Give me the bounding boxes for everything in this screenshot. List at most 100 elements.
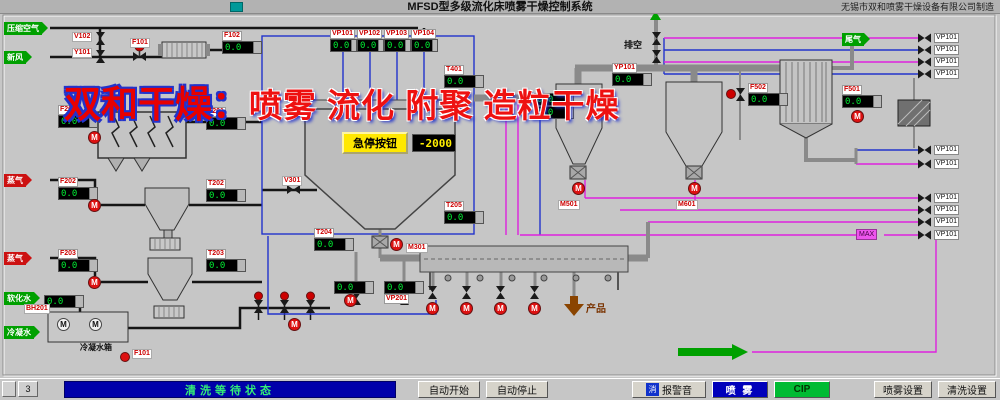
valve-icon[interactable] <box>652 50 661 63</box>
bottom-bar: 3 清洗等待状态 自动开始 自动停止 消报警音 喷 雾 CIP 喷雾设置 清洗设… <box>0 378 1000 400</box>
max-tag: MAX <box>856 229 878 240</box>
discharge-motor[interactable]: M <box>528 302 541 315</box>
gauge-value: 0.0 <box>61 188 78 199</box>
page-nav-box[interactable] <box>2 381 16 397</box>
gauge-chip <box>253 42 261 53</box>
heater-fins <box>166 43 203 57</box>
gauge-value: 0.0 <box>387 40 404 51</box>
fluid-bed-springs <box>444 274 612 282</box>
gauge-chip <box>475 212 483 223</box>
heat-exchanger-tubes <box>785 62 827 122</box>
right-valve-label: VP101 <box>934 145 960 155</box>
rotary-valves[interactable] <box>371 165 703 249</box>
valve-icon[interactable] <box>918 205 931 215</box>
gauge-label: F501 <box>842 85 862 95</box>
tag-label: F101 <box>130 38 150 48</box>
valve-icon[interactable] <box>287 185 300 194</box>
right-valve-label: VP101 <box>934 45 960 55</box>
valve-icon[interactable] <box>736 88 745 101</box>
valve-icon[interactable] <box>462 286 471 299</box>
page-number-box[interactable]: 3 <box>18 381 38 397</box>
valve-icon[interactable] <box>918 69 931 79</box>
gauge-display: 0.0 <box>58 115 98 128</box>
gauge-value: 0.0 <box>537 107 554 118</box>
gauge-display: 0.0 <box>206 189 246 202</box>
input-arrow-compressed-air: 压缩空气 <box>4 22 48 35</box>
gauge-chip <box>405 40 410 51</box>
valve-icon[interactable] <box>918 230 931 240</box>
status-display: 清洗等待状态 <box>64 381 396 398</box>
right-valve-label: VP101 <box>934 57 960 67</box>
heater-flange-left <box>158 44 162 56</box>
gauge-display: 0.0 <box>330 39 357 52</box>
tag-label: M301 <box>406 243 428 253</box>
input-arrow-fresh-air: 新风 <box>4 51 32 64</box>
right-valve-label: VP101 <box>934 193 960 203</box>
discharge-motor[interactable]: M <box>426 302 439 315</box>
spray-settings-button[interactable]: 喷雾设置 <box>874 381 932 398</box>
condensate-pump[interactable] <box>120 352 130 362</box>
gauge-value: 0.0 <box>447 76 464 87</box>
gauge-chip <box>643 74 651 85</box>
rotary-motor[interactable]: M <box>572 182 585 195</box>
discharge-motor[interactable]: M <box>494 302 507 315</box>
gauge-chip <box>873 96 881 107</box>
fan-motor[interactable]: M <box>88 131 101 144</box>
valve-icon[interactable] <box>96 32 105 45</box>
auto-stop-button[interactable]: 自动停止 <box>486 381 548 398</box>
valve-icon[interactable] <box>918 217 931 227</box>
gauge-chip <box>378 40 383 51</box>
gauge-chip <box>89 260 97 271</box>
valve-icon[interactable] <box>918 33 931 43</box>
gauge-value: 0.0 <box>225 42 242 53</box>
valve-icon[interactable] <box>530 286 539 299</box>
gauge-value: 0.0 <box>615 74 632 85</box>
valve-icon[interactable] <box>280 300 289 313</box>
heater-small-fins <box>154 239 176 249</box>
gauge-label: F102 <box>222 31 242 41</box>
valve-icon[interactable] <box>918 159 931 169</box>
valve-icon[interactable] <box>306 300 315 313</box>
cip-button[interactable]: CIP <box>774 381 830 398</box>
mute-alarm-button[interactable]: 消报警音 <box>632 381 706 398</box>
rotary-motor[interactable]: M <box>688 182 701 195</box>
input-arrow-steam: 蒸气 <box>4 174 32 187</box>
product-arrow <box>564 296 584 316</box>
valve-icon[interactable] <box>918 57 931 67</box>
valve-icon[interactable] <box>254 300 263 313</box>
spray-button[interactable]: 喷 雾 <box>712 381 768 398</box>
tank-motor[interactable]: M <box>57 318 70 331</box>
valve-icon[interactable] <box>918 45 931 55</box>
pump-motor[interactable]: M <box>288 318 301 331</box>
emergency-stop-button[interactable]: 急停按钮 <box>342 132 408 154</box>
discharge-motor[interactable]: M <box>460 302 473 315</box>
fluid-bed-legs <box>429 272 619 290</box>
gauge-chip <box>237 260 245 271</box>
tank-motor[interactable]: M <box>89 318 102 331</box>
gauge-value: 0.0 <box>845 96 862 107</box>
valve-icon[interactable] <box>918 193 931 203</box>
gauge-display: 0.0 <box>334 281 374 294</box>
fan-motor[interactable]: M <box>88 276 101 289</box>
rotary-motor[interactable]: M <box>390 238 403 251</box>
clean-settings-button[interactable]: 清洗设置 <box>938 381 996 398</box>
gauge-display: 0.0 <box>58 259 98 272</box>
fan-motor[interactable]: M <box>88 199 101 212</box>
gauge-label: F202 <box>58 177 78 187</box>
gauge-chip <box>345 239 353 250</box>
rotary-motor[interactable]: M <box>344 294 357 307</box>
fan-motor[interactable]: M <box>851 110 864 123</box>
auto-start-button[interactable]: 自动开始 <box>418 381 480 398</box>
tag-label: V102 <box>72 32 93 42</box>
conveyor-arrowhead <box>732 344 748 360</box>
gauge-label: YP101 <box>612 63 638 73</box>
valve-icon[interactable] <box>496 286 505 299</box>
valve-icon[interactable] <box>918 145 931 155</box>
vent-arrow <box>650 11 661 20</box>
valve-icon[interactable] <box>652 32 661 45</box>
